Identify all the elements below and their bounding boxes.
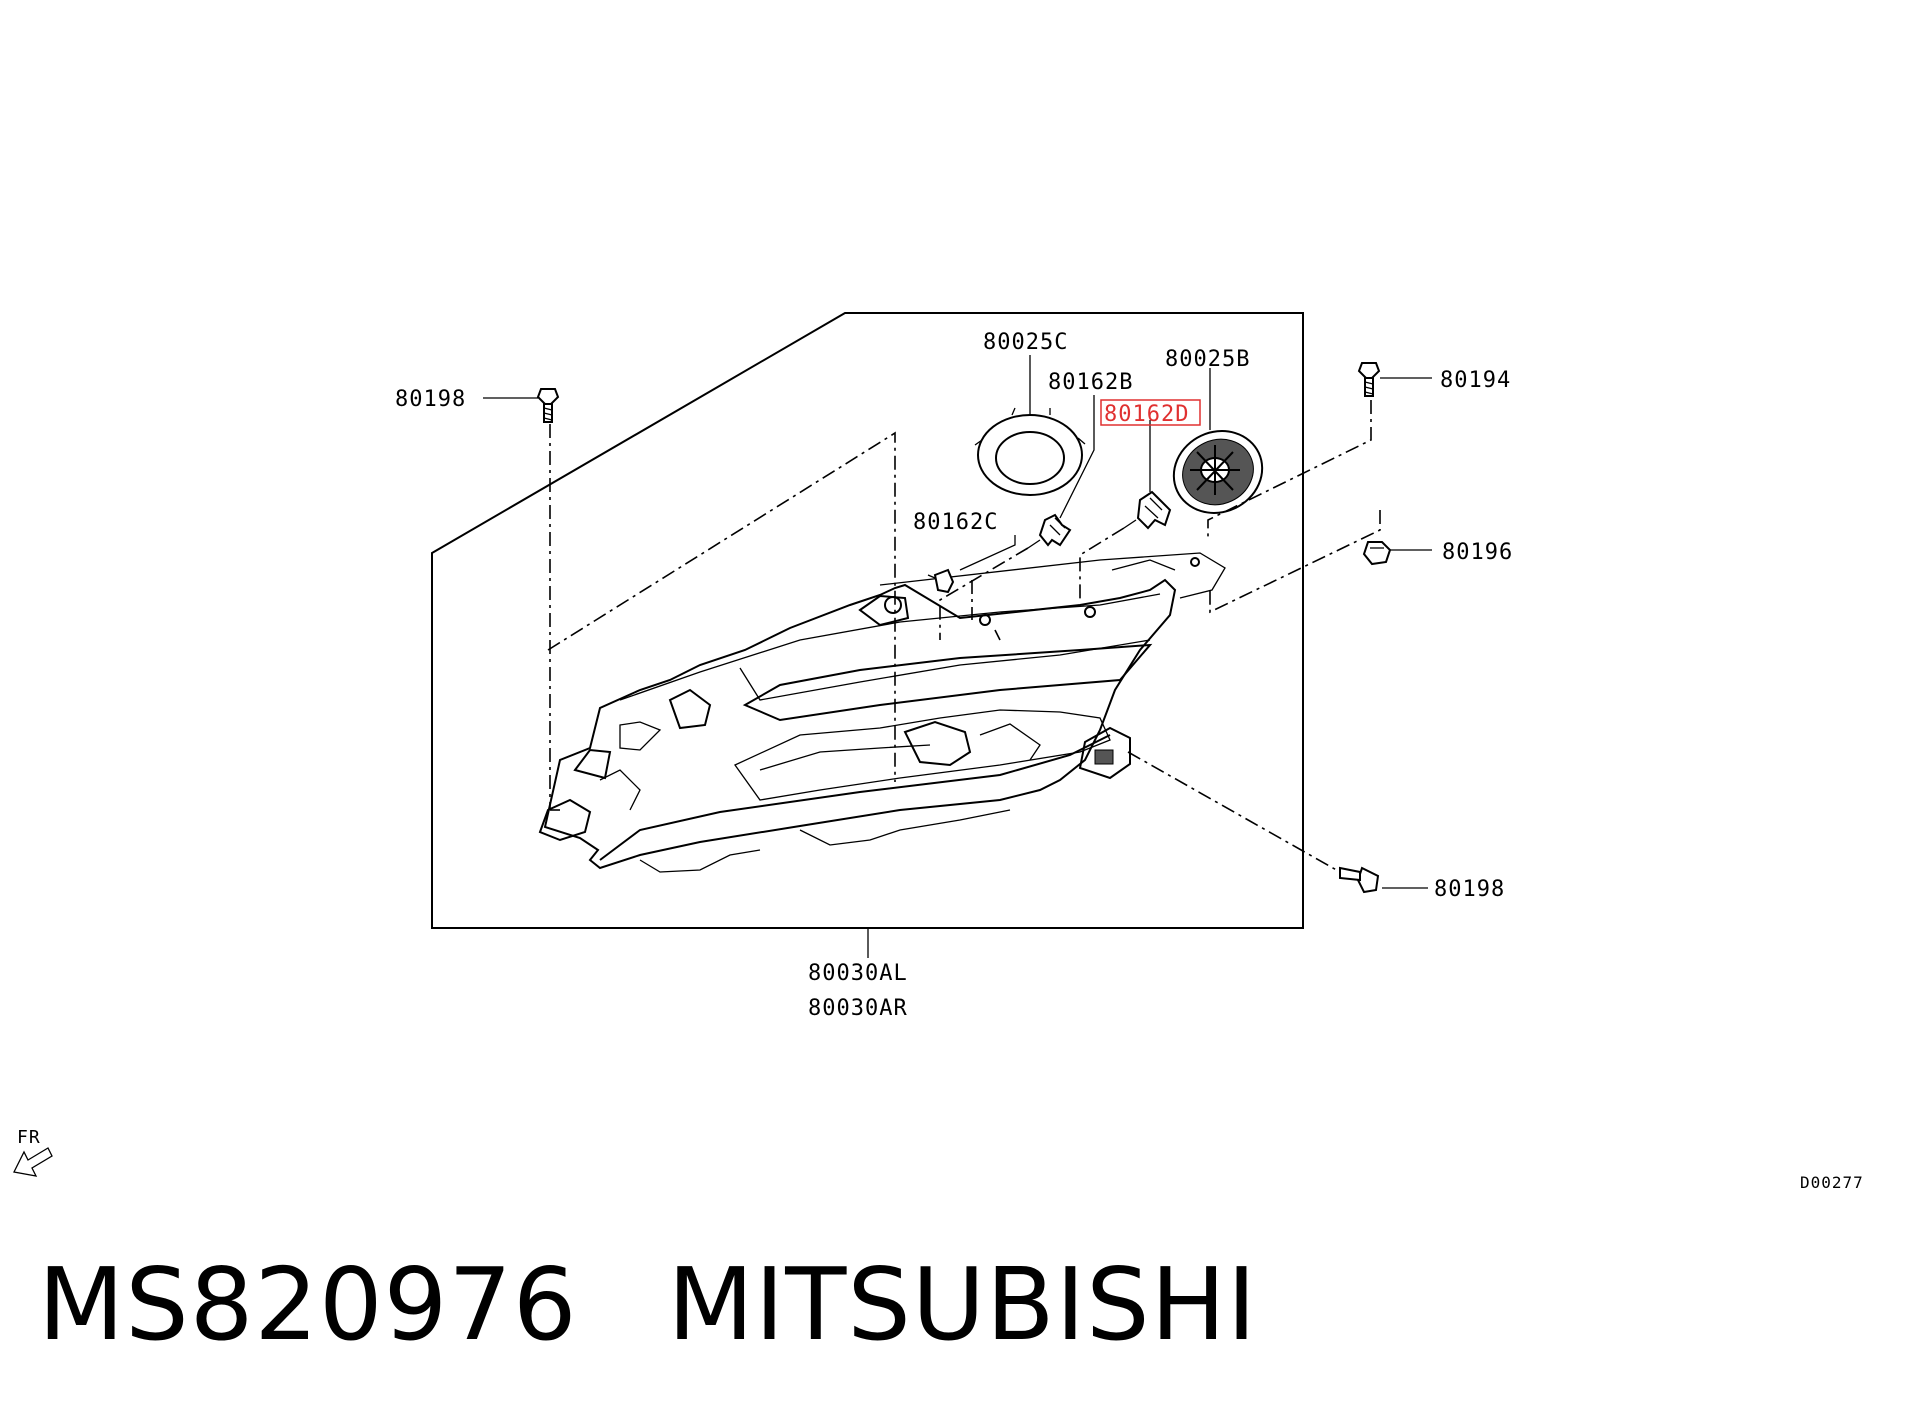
direction-label: FR	[17, 1127, 41, 1148]
nut-80196	[1362, 541, 1392, 566]
label-80162D: 80162D	[1104, 402, 1189, 427]
label-80030AL: 80030AL	[808, 961, 908, 986]
assembly-frame	[431, 312, 1304, 929]
bulb-80162D	[1123, 490, 1172, 530]
headlamp-housing	[538, 552, 1226, 873]
brand-name: MITSUBISHI	[667, 1246, 1258, 1363]
part-number: MS820976	[38, 1246, 578, 1363]
label-80198-right: 80198	[1434, 877, 1505, 902]
bolt-80198-bottom-right	[1339, 866, 1380, 894]
label-80162C: 80162C	[913, 510, 998, 535]
front-arrow-icon	[13, 1147, 53, 1177]
bulb-80162B	[1027, 513, 1072, 549]
label-80030AR: 80030AR	[808, 996, 908, 1021]
bolt-80198-top-left	[536, 388, 560, 423]
label-80025C: 80025C	[983, 330, 1068, 355]
label-80198-left: 80198	[395, 387, 466, 412]
bulb-80162C	[927, 568, 955, 594]
highlight-box	[1100, 399, 1201, 426]
seal-80025C	[974, 407, 1086, 496]
label-80162B: 80162B	[1048, 370, 1133, 395]
bolt-80194-top-right	[1357, 362, 1381, 397]
diagram-code: D00277	[1800, 1173, 1864, 1192]
cover-80025B	[1172, 430, 1264, 514]
label-80194: 80194	[1440, 368, 1511, 393]
label-80025B: 80025B	[1165, 347, 1250, 372]
label-80196: 80196	[1442, 540, 1513, 565]
